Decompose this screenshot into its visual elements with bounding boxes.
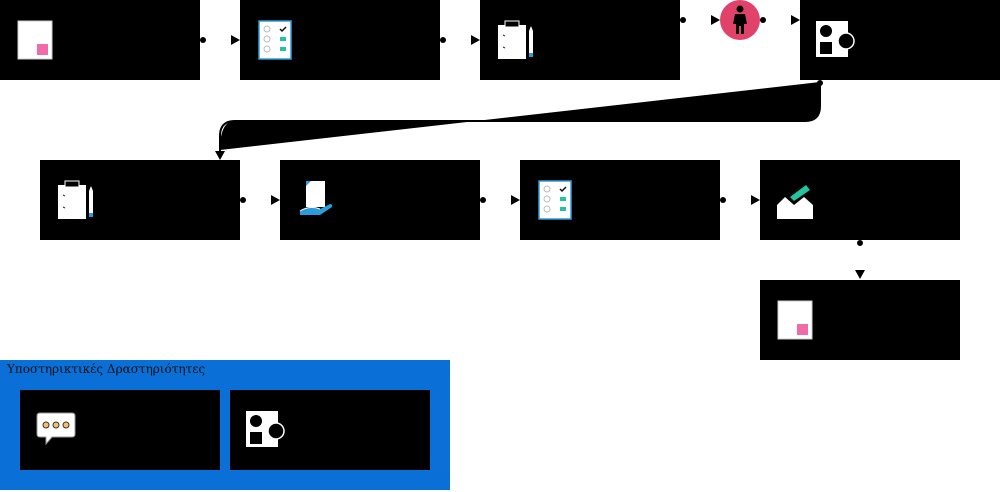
process-node-7[interactable]	[520, 160, 720, 240]
support-node-2[interactable]	[230, 390, 430, 470]
person-icon	[733, 5, 747, 34]
clipboard-pencil-icon	[498, 20, 533, 59]
support-lane: Υποστηρικτικές Δραστηριότητες	[0, 360, 450, 490]
speech-bubble-icon	[36, 412, 76, 446]
shapes-icon	[816, 21, 855, 57]
checklist-icon	[538, 180, 572, 220]
process-node-1[interactable]	[0, 0, 200, 80]
support-lane-title: Υποστηρικτικές Δραστηριότητες	[7, 362, 206, 376]
hand-document-icon	[299, 181, 333, 215]
clipboard-pencil-icon	[58, 180, 93, 219]
document-icon	[17, 20, 53, 60]
process-node-8[interactable]	[760, 160, 960, 240]
document-icon	[777, 300, 813, 340]
start-event[interactable]	[720, 0, 760, 40]
checklist-icon	[258, 20, 292, 60]
process-node-6[interactable]	[280, 160, 480, 240]
shapes-icon	[246, 411, 285, 447]
process-node-3[interactable]	[480, 0, 680, 80]
ballot-box-icon	[777, 185, 813, 219]
support-node-1[interactable]	[20, 390, 220, 470]
process-node-5[interactable]	[40, 160, 240, 240]
process-node-2[interactable]	[240, 0, 440, 80]
process-node-9[interactable]	[760, 280, 960, 360]
process-node-4[interactable]	[800, 0, 1000, 80]
